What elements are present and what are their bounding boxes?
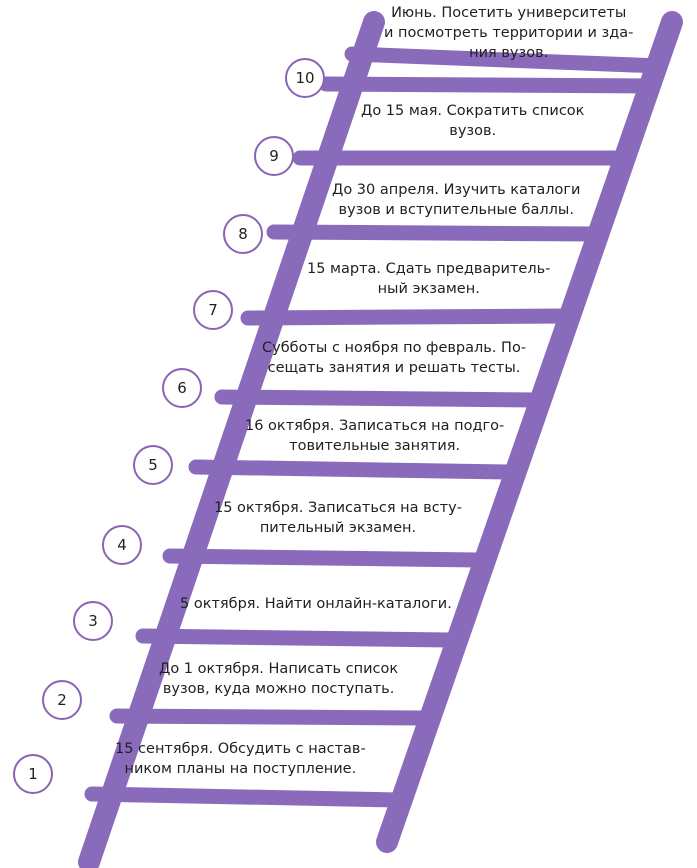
step-text-line: До 15 мая. Сократить список: [361, 103, 585, 119]
step-10-text: Июнь. Посетить университеты и посмотреть …: [384, 3, 633, 63]
step-text-line: 15 марта. Сдать предваритель-: [307, 261, 551, 277]
ladder-rung-5: [188, 459, 516, 480]
step-text-line: вузов.: [449, 123, 497, 139]
step-number-badge: 3: [73, 601, 113, 641]
step-4-text: 15 октября. Записаться на всту-пительный…: [214, 498, 462, 538]
step-text-line: Июнь. Посетить университеты: [391, 5, 627, 21]
step-number-badge: 6: [162, 368, 202, 408]
step-text-line: 16 октября. Записаться на подго-: [245, 418, 505, 434]
ladder-rung-7: [240, 308, 574, 326]
step-3-text: 5 октября. Найти онлайн-каталоги.: [180, 594, 452, 614]
ladder-rung-8: [266, 224, 603, 242]
step-number-badge: 2: [42, 680, 82, 720]
step-text-line: вузов, куда можно поступать.: [162, 681, 395, 697]
step-text-line: и посмотреть территории и зда-: [384, 25, 634, 41]
step-number-badge: 1: [13, 754, 53, 794]
step-text-line: товительные занятия.: [289, 438, 461, 454]
step-text-line: 15 сентября. Обсудить с настав-: [115, 741, 366, 757]
step-text-line: ником планы на поступление.: [124, 761, 357, 777]
step-number-badge: 7: [193, 290, 233, 330]
step-5-text: 16 октября. Записаться на подго-товитель…: [245, 416, 504, 456]
ladder-rung-1: [84, 786, 406, 808]
step-text-line: ния вузов.: [469, 45, 549, 61]
step-text-line: До 1 октября. Написать список: [159, 661, 399, 677]
step-text-line: До 30 апреля. Изучить каталоги: [332, 182, 581, 198]
step-8-text: До 30 апреля. Изучить каталоги вузов и вс…: [332, 180, 580, 220]
ladder-rung-6: [214, 389, 546, 408]
step-text-line: ный экзамен.: [377, 281, 480, 297]
ladder-rung-2: [109, 708, 433, 726]
ladder-rungs: [84, 46, 668, 808]
step-number-badge: 10: [285, 58, 325, 98]
ladder-rung-10: [318, 76, 656, 94]
step-number-badge: 9: [254, 136, 294, 176]
ladder-rung-11: [344, 46, 668, 74]
step-number-badge: 8: [223, 214, 263, 254]
step-7-text: 15 марта. Сдать предваритель-ный экзамен…: [307, 259, 550, 299]
step-text-line: вузов и вступительные баллы.: [338, 202, 574, 218]
step-number-badge: 4: [102, 525, 142, 565]
step-text-line: сещать занятия и решать тесты.: [267, 360, 521, 376]
step-1-text: 15 сентября. Обсудить с настав-ником пла…: [115, 739, 366, 779]
step-number-badge: 5: [133, 445, 173, 485]
step-6-text: Субботы с ноября по февраль. По-сещать з…: [262, 338, 526, 378]
step-text-line: Субботы с ноября по февраль. По-: [262, 340, 527, 356]
step-text-line: пительный экзамен.: [259, 520, 417, 536]
step-text-line: 15 октября. Записаться на всту-: [214, 500, 462, 516]
step-text-line: 5 октября. Найти онлайн-каталоги.: [180, 596, 452, 612]
step-9-text: До 15 мая. Сократить список вузов.: [361, 101, 584, 141]
step-2-text: До 1 октября. Написать список вузов, куда…: [159, 659, 398, 699]
ladder-rung-4: [162, 548, 486, 568]
ladder-rung-3: [135, 628, 458, 648]
